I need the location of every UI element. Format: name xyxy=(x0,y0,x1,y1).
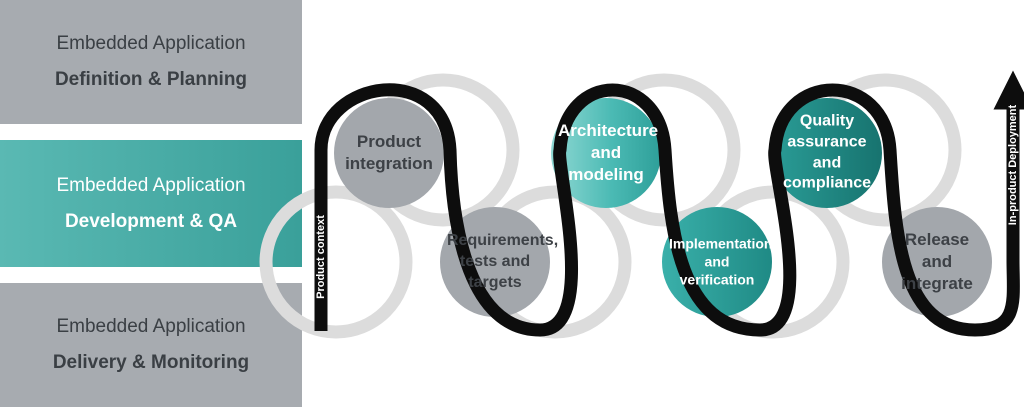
process-node-label: Architecture and modeling xyxy=(558,120,659,185)
process-node-circle xyxy=(551,98,661,208)
stage-definition-planning[interactable]: Embedded Application Definition & Planni… xyxy=(0,0,302,124)
process-node-label: Product integration xyxy=(345,131,433,173)
process-node-label: Release and integrate xyxy=(901,229,973,294)
stage-line2: Development & QA xyxy=(64,210,238,232)
track-ring xyxy=(259,185,413,339)
process-node-label: Implementation and verification xyxy=(669,235,773,289)
process-node-circle xyxy=(334,98,444,208)
stage-line1: Embedded Application xyxy=(56,316,246,337)
stage-development-qa[interactable]: Embedded Application Development & QA xyxy=(0,140,302,267)
stage-delivery-monitoring[interactable]: Embedded Application Delivery & Monitori… xyxy=(0,283,302,407)
stage-panels: Embedded Application Definition & Planni… xyxy=(0,0,302,407)
process-node-label: Quality assurance and compliance xyxy=(782,112,872,192)
stage-line2: Delivery & Monitoring xyxy=(52,352,250,373)
process-node-label: Requirements, tests and targets xyxy=(447,231,559,291)
in-product-deployment-label: In-product Deployment xyxy=(1007,104,1019,226)
flow-track xyxy=(314,70,1024,337)
flow-path xyxy=(314,70,1024,337)
product-context-label: Product context xyxy=(315,215,327,299)
stage-line1: Embedded Application xyxy=(56,33,246,54)
process-node-circle xyxy=(440,207,550,317)
stage-line2: Definition & Planning xyxy=(54,69,248,90)
process-node-circle xyxy=(772,98,882,208)
stage-line1: Embedded Application xyxy=(56,174,246,196)
